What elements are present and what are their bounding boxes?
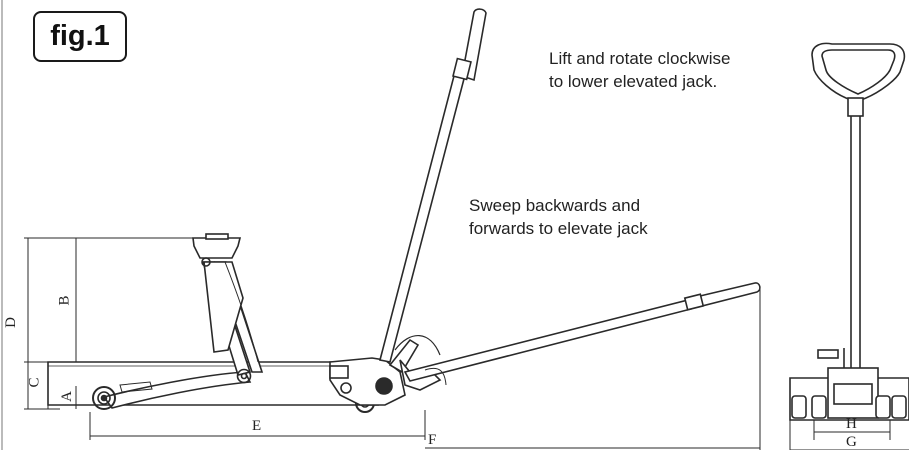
handle-lowered-arc xyxy=(424,367,447,386)
front-wheel-axle xyxy=(100,394,108,402)
front-wheel xyxy=(92,386,116,410)
pump-valve xyxy=(340,382,352,394)
front-wheel-right xyxy=(891,395,907,419)
dim-label-A: A xyxy=(58,391,75,402)
pump-socket xyxy=(388,338,420,374)
saddle-pivot xyxy=(201,257,211,267)
front-handle-loop-inner xyxy=(821,49,896,95)
handle-lowered-tube xyxy=(403,299,693,382)
handle-lowered-grip xyxy=(699,282,761,307)
lower-instruction: Lift and rotate clockwise to lower eleva… xyxy=(549,47,730,93)
figure-label: fig.1 xyxy=(33,11,127,62)
pump-arc xyxy=(394,335,441,356)
lift-arm xyxy=(102,371,252,409)
pump-hex-nut xyxy=(375,377,393,395)
dim-label-B: B xyxy=(56,295,73,306)
pump-bracket xyxy=(329,365,349,379)
front-wheel-hub xyxy=(97,391,111,405)
dim-label-C: C xyxy=(26,377,43,388)
front-dimension-lines xyxy=(789,420,909,450)
saddle-cap xyxy=(205,233,229,240)
handle-upright-collar xyxy=(452,57,472,81)
dim-label-H: H xyxy=(846,416,857,432)
handle-lowered xyxy=(403,282,761,386)
front-wheel-center-left xyxy=(811,395,827,419)
dim-label-F: F xyxy=(428,432,437,448)
front-wheel-center-right xyxy=(875,395,891,419)
lower-instruction-line-2: to lower elevated jack. xyxy=(549,72,718,91)
elevate-instruction-line-2: forwards to elevate jack xyxy=(469,219,648,238)
front-handle-tube xyxy=(850,99,861,371)
elevate-instruction-line-1: Sweep backwards and xyxy=(469,196,641,215)
dim-label-D: D xyxy=(2,317,19,328)
jack-side-view xyxy=(47,233,442,413)
hydraulic-hose xyxy=(224,261,259,363)
handle-upright xyxy=(379,8,487,363)
handle-lowered-collar xyxy=(683,293,705,311)
arm-pivot-bolt xyxy=(240,372,248,380)
saddle xyxy=(192,237,242,259)
front-wheel-left xyxy=(791,395,807,419)
lift-arm-inner xyxy=(119,381,153,393)
jack-front-view xyxy=(789,42,909,421)
front-lever xyxy=(817,349,839,359)
arm-pivot-nut xyxy=(236,368,252,384)
front-handle-collar xyxy=(847,97,864,117)
dim-label-E: E xyxy=(252,418,262,434)
handle-upright-tube xyxy=(379,70,466,363)
dim-label-G: G xyxy=(846,434,857,450)
lower-instruction-line-1: Lift and rotate clockwise xyxy=(549,49,731,68)
elevate-instruction: Sweep backwards and forwards to elevate … xyxy=(469,194,648,240)
dimension-lines xyxy=(24,237,761,450)
front-pump-inner xyxy=(833,383,873,405)
